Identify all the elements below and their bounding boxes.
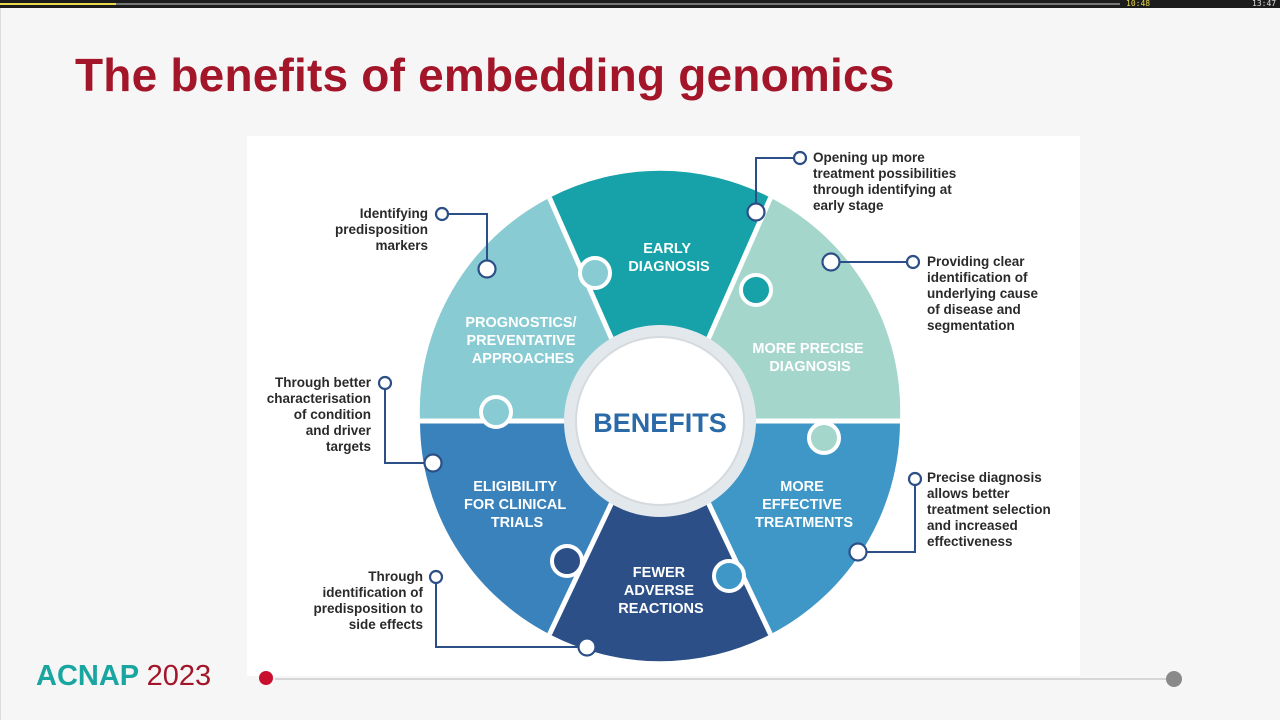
benefits-diagram: BENEFITS EARLY DIAGNOSIS MORE PRECISE DI… bbox=[247, 136, 1080, 676]
progress-track[interactable] bbox=[116, 3, 1120, 5]
label-early-diagnosis: EARLY DIAGNOSIS bbox=[628, 241, 710, 275]
footer-divider bbox=[275, 678, 1175, 680]
benefits-wheel: BENEFITS EARLY DIAGNOSIS MORE PRECISE DI… bbox=[377, 150, 923, 662]
center-label: BENEFITS bbox=[593, 408, 727, 438]
time-current: 10:48 bbox=[1126, 0, 1151, 8]
segment-effective-treatments bbox=[706, 421, 901, 635]
caption-early-diagnosis: Opening up more treatment possibilities … bbox=[813, 150, 957, 213]
label-clinical-trials: ELIGIBILITY FOR CLINICAL TRIALS bbox=[464, 479, 570, 531]
progress-played bbox=[0, 3, 116, 5]
caption-precise-diagnosis: Providing clear identification of underl… bbox=[927, 254, 1039, 333]
center-disc bbox=[575, 336, 745, 506]
slide-title: The benefits of embedding genomics bbox=[75, 49, 895, 101]
caption-effective-treatments: Precise diagnosis allows better treatmen… bbox=[927, 470, 1051, 549]
caption-prognostics: Identifying predisposition markers bbox=[334, 206, 428, 253]
segment-prognostics bbox=[419, 197, 614, 421]
footer-accent-dot bbox=[259, 671, 273, 685]
label-precise-diagnosis: MORE PRECISE DIAGNOSIS bbox=[752, 341, 867, 375]
connector-lines bbox=[384, 157, 916, 648]
brand-year: 2023 bbox=[146, 660, 212, 692]
connector-dots bbox=[377, 150, 923, 657]
brand-name: ACNAP bbox=[36, 660, 139, 692]
segment-clinical-trials bbox=[419, 421, 614, 635]
segment-early-diagnosis bbox=[549, 170, 771, 344]
video-progress-bar[interactable]: 10:48 13:47 bbox=[0, 0, 1280, 8]
label-prognostics: PROGNOSTICS/ PREVENTATIVE APPROACHES bbox=[465, 315, 580, 367]
caption-clinical-trials: Through better characterisation of condi… bbox=[266, 375, 371, 454]
label-fewer-adverse: FEWER ADVERSE REACTIONS bbox=[618, 565, 704, 617]
label-effective-treatments: MORE EFFECTIVE TREATMENTS bbox=[755, 479, 853, 531]
segment-fewer-adverse bbox=[549, 498, 771, 662]
time-total: 13:47 bbox=[1252, 0, 1277, 8]
footer-brand-logo: ACNAP 2023 bbox=[36, 660, 211, 693]
footer-end-dot bbox=[1166, 671, 1182, 687]
caption-fewer-adverse: Through identification of predisposition… bbox=[313, 569, 424, 632]
puzzle-knobs bbox=[479, 256, 841, 593]
segment-precise-diagnosis bbox=[706, 197, 901, 421]
